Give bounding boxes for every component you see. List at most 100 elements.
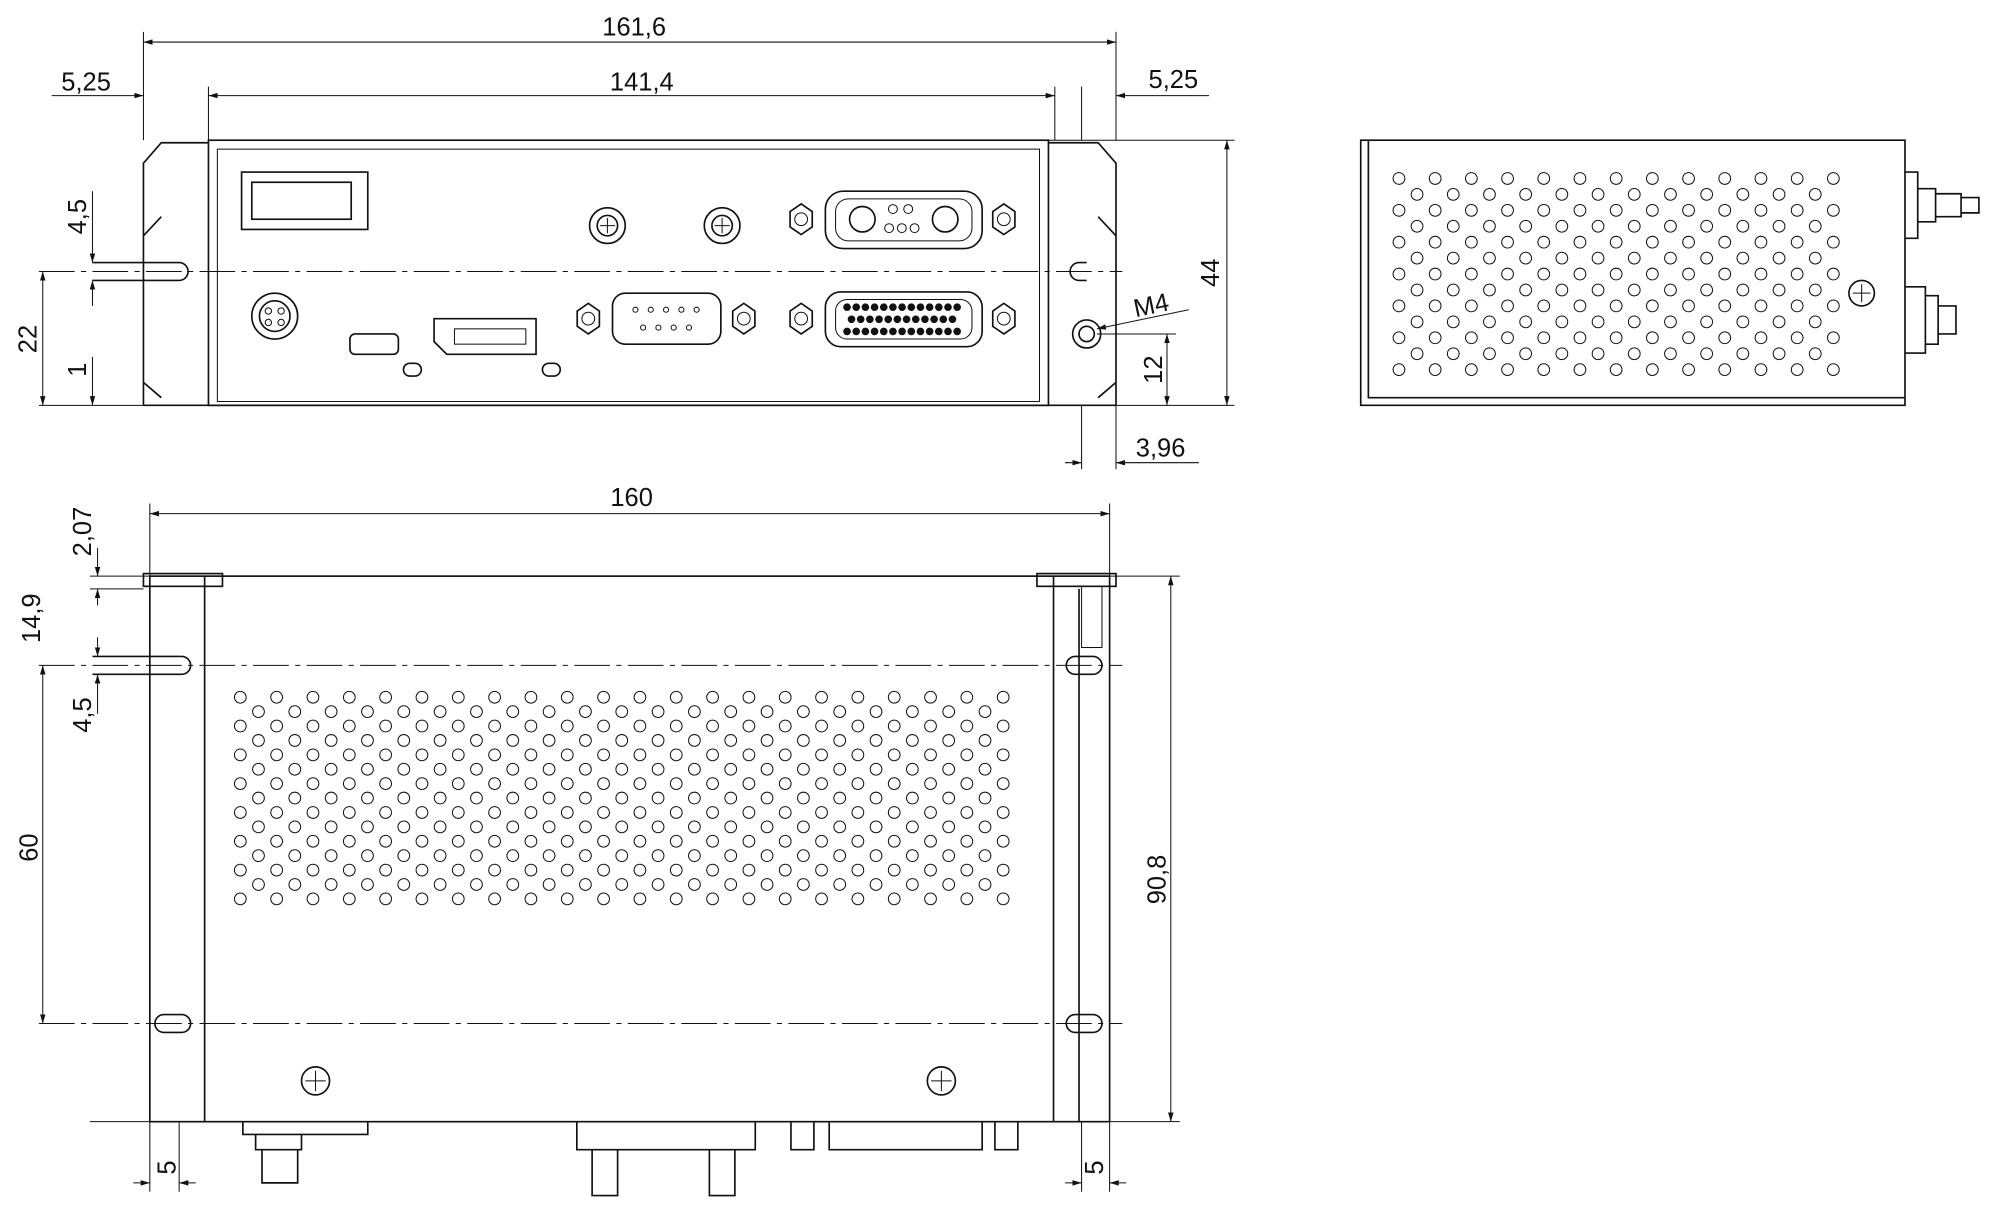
vent-hole <box>1790 331 1804 345</box>
vent-hole <box>1464 331 1478 345</box>
extension-lines <box>89 503 1180 1123</box>
vent-hole <box>924 690 937 704</box>
connector-pin <box>925 327 934 336</box>
vent-hole <box>669 892 683 906</box>
left-flange <box>142 141 209 406</box>
vent-hole <box>1446 251 1460 265</box>
vent-hole <box>1826 331 1840 345</box>
vent-hole <box>1464 172 1478 185</box>
vent-hole <box>306 719 320 733</box>
vent-hole <box>233 806 247 819</box>
vent-hole <box>451 892 465 906</box>
vent-hole <box>778 748 792 762</box>
vent-hole <box>270 719 284 733</box>
vent-hole <box>815 806 828 819</box>
vent-hole <box>651 705 665 719</box>
vent-hole <box>379 806 392 819</box>
vent-hole <box>560 834 574 848</box>
vent-hole <box>724 878 738 891</box>
vent-hole <box>397 734 411 747</box>
vent-hole <box>1591 251 1605 265</box>
vent-hole <box>1609 203 1623 217</box>
vent-hole <box>470 820 483 834</box>
dim-top-offset: 2,07 <box>69 507 97 557</box>
vent-hole <box>688 705 701 719</box>
vent-hole <box>1501 203 1514 217</box>
vent-hole <box>270 892 284 906</box>
vent-hole <box>833 791 847 805</box>
vent-hole <box>1736 219 1750 233</box>
vent-hole <box>851 834 865 848</box>
vent-hole <box>270 834 284 848</box>
vent-hole <box>869 791 883 805</box>
vent-hole <box>1754 299 1768 313</box>
vent-hole <box>960 748 974 762</box>
vent-hole <box>924 748 937 762</box>
vent-hole <box>252 849 265 863</box>
vent-hole <box>760 878 774 891</box>
vent-hole <box>706 863 719 877</box>
vent-hole <box>1464 299 1478 313</box>
connector-pin <box>879 327 888 336</box>
vent-hole <box>1627 188 1641 201</box>
vent-hole <box>1573 267 1587 281</box>
vent-hole <box>1664 188 1677 201</box>
connector-pin <box>939 315 948 324</box>
m12-connector-profile <box>242 1121 369 1184</box>
vent-hole <box>1537 299 1551 313</box>
vent-hole <box>1754 331 1768 345</box>
vent-hole <box>1483 251 1496 265</box>
screw-icon <box>996 311 1011 326</box>
dim-depth-width: 160 <box>610 484 653 512</box>
dsub-connector-profile <box>790 1121 1019 1151</box>
vent-hole <box>233 777 247 791</box>
vent-hole <box>1537 235 1551 249</box>
vent-hole <box>1790 172 1804 185</box>
connector-pin <box>678 306 685 313</box>
vent-hole <box>1555 315 1569 329</box>
vent-hole <box>1645 299 1659 313</box>
vent-hole <box>252 820 265 834</box>
vent-hole <box>1501 299 1514 313</box>
vent-hole <box>1392 363 1406 377</box>
vent-hole <box>706 834 719 848</box>
connector-pin <box>632 306 639 313</box>
vent-hole <box>1501 172 1514 185</box>
vent-hole <box>1573 331 1587 345</box>
vent-hole <box>1483 283 1496 297</box>
vent-hole <box>488 748 501 762</box>
vent-hole <box>887 719 901 733</box>
connector-pin <box>875 315 883 324</box>
power-dsub-connector <box>824 190 983 250</box>
vent-hole <box>633 892 647 906</box>
dim-centerline-height: 22 <box>14 325 42 353</box>
vent-hole <box>233 834 247 848</box>
dim-screw-offset: 3,96 <box>1136 434 1186 462</box>
vent-hole <box>1772 315 1786 329</box>
connector-pin <box>856 315 865 324</box>
vent-hole <box>451 863 465 877</box>
vent-hole <box>1464 235 1478 249</box>
vent-hole <box>542 791 556 805</box>
connector-pin <box>934 327 943 336</box>
extension-lines <box>142 31 1117 141</box>
connector-pin <box>852 303 861 312</box>
vent-hole <box>397 878 411 891</box>
dim-base-offset: 1 <box>64 363 92 377</box>
vent-hole <box>597 748 610 762</box>
vent-hole <box>1591 283 1605 297</box>
vent-hole <box>233 863 247 877</box>
vent-hole <box>869 762 883 776</box>
vent-hole <box>233 719 247 733</box>
vent-hole <box>1826 235 1840 249</box>
connector-pin <box>655 324 662 331</box>
vent-hole <box>797 820 810 834</box>
dim-flange-left: 5,25 <box>61 68 111 96</box>
vent-hole <box>1718 203 1732 217</box>
vent-hole <box>1537 172 1551 185</box>
vent-hole <box>433 791 447 805</box>
hex-standoffs <box>576 202 1016 335</box>
dim-flange-bottom-right: 5 <box>1081 1160 1109 1174</box>
vent-hole <box>1410 283 1424 297</box>
vent-hole <box>397 820 411 834</box>
